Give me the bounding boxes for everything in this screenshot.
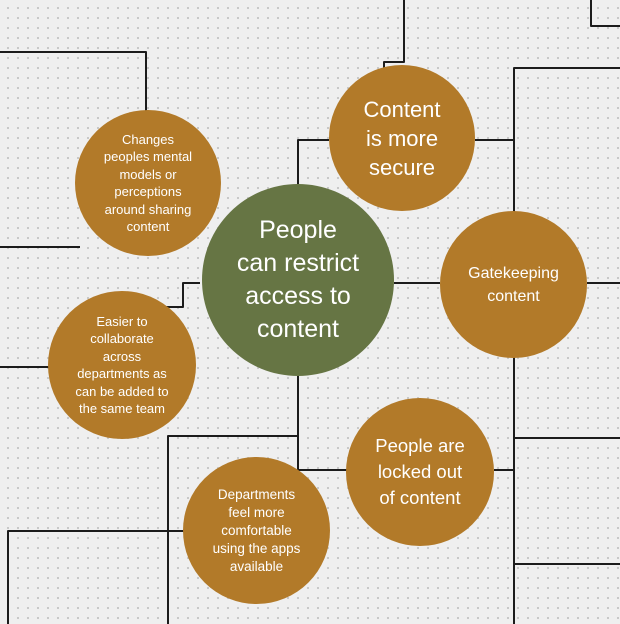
connector-line [0,51,147,112]
connector-line [297,139,329,186]
outcome-label: Changes peoples mental models or percept… [103,131,193,235]
outcome-node-gatekeeping: Gatekeeping content [440,211,587,358]
outcome-label: People are locked out of content [375,435,465,508]
connector-line [475,139,515,212]
connector-line [590,0,620,27]
connector-line [383,0,405,68]
connector-line [7,530,185,624]
connector-line [494,469,620,565]
outcome-label: Easier to collaborate across departments… [75,313,169,417]
outcome-node-mental-models: Changes peoples mental models or percept… [75,110,221,256]
center-node: People can restrict access to content [202,184,394,376]
outcome-node-departments-comfortable: Departments feel more comfortable using … [183,457,330,604]
center-node-label: People can restrict access to content [236,216,360,343]
outcome-label: Content is more secure [363,96,441,180]
connector-line [297,436,349,471]
connector-line [513,356,620,439]
outcome-label: Departments feel more comfortable using … [212,486,301,574]
outcome-label: Gatekeeping content [468,264,559,305]
outcome-node-collaborate: Easier to collaborate across departments… [48,291,196,439]
outcome-node-locked-out: People are locked out of content [346,398,494,546]
connector-line [513,67,620,212]
outcome-node-secure: Content is more secure [329,65,475,211]
